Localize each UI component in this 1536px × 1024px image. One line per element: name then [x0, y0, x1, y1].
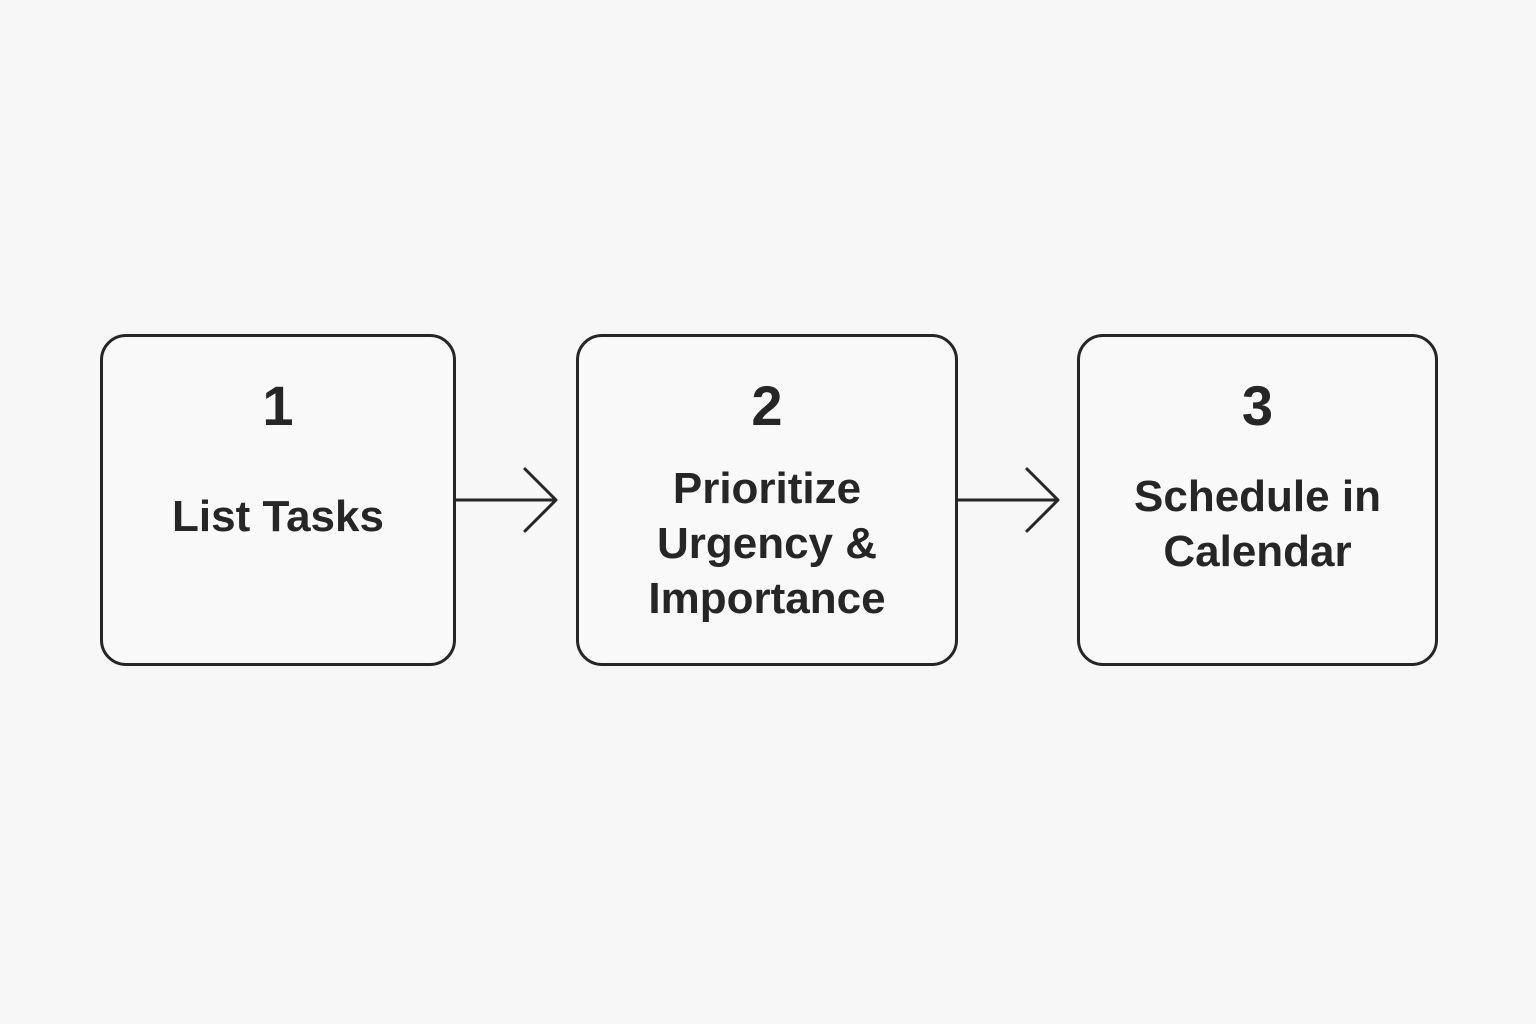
step-number-2: 2 [751, 374, 783, 437]
right-arrow-icon [454, 467, 558, 533]
step-label-1: List Tasks [172, 492, 384, 541]
step-number-3: 3 [1241, 374, 1274, 437]
step-box-2: 2 Prioritize Urgency & Importance [576, 334, 958, 666]
right-arrow-icon [956, 467, 1060, 533]
step-label-2: Prioritize Urgency & Importance [648, 464, 886, 623]
step-number-1: 1 [262, 374, 294, 437]
step-label-3: Schedule in Calendar [1134, 472, 1381, 576]
step-box-3: 3 Schedule in Calendar [1077, 334, 1438, 666]
step-box-1: 1 List Tasks [100, 334, 456, 666]
